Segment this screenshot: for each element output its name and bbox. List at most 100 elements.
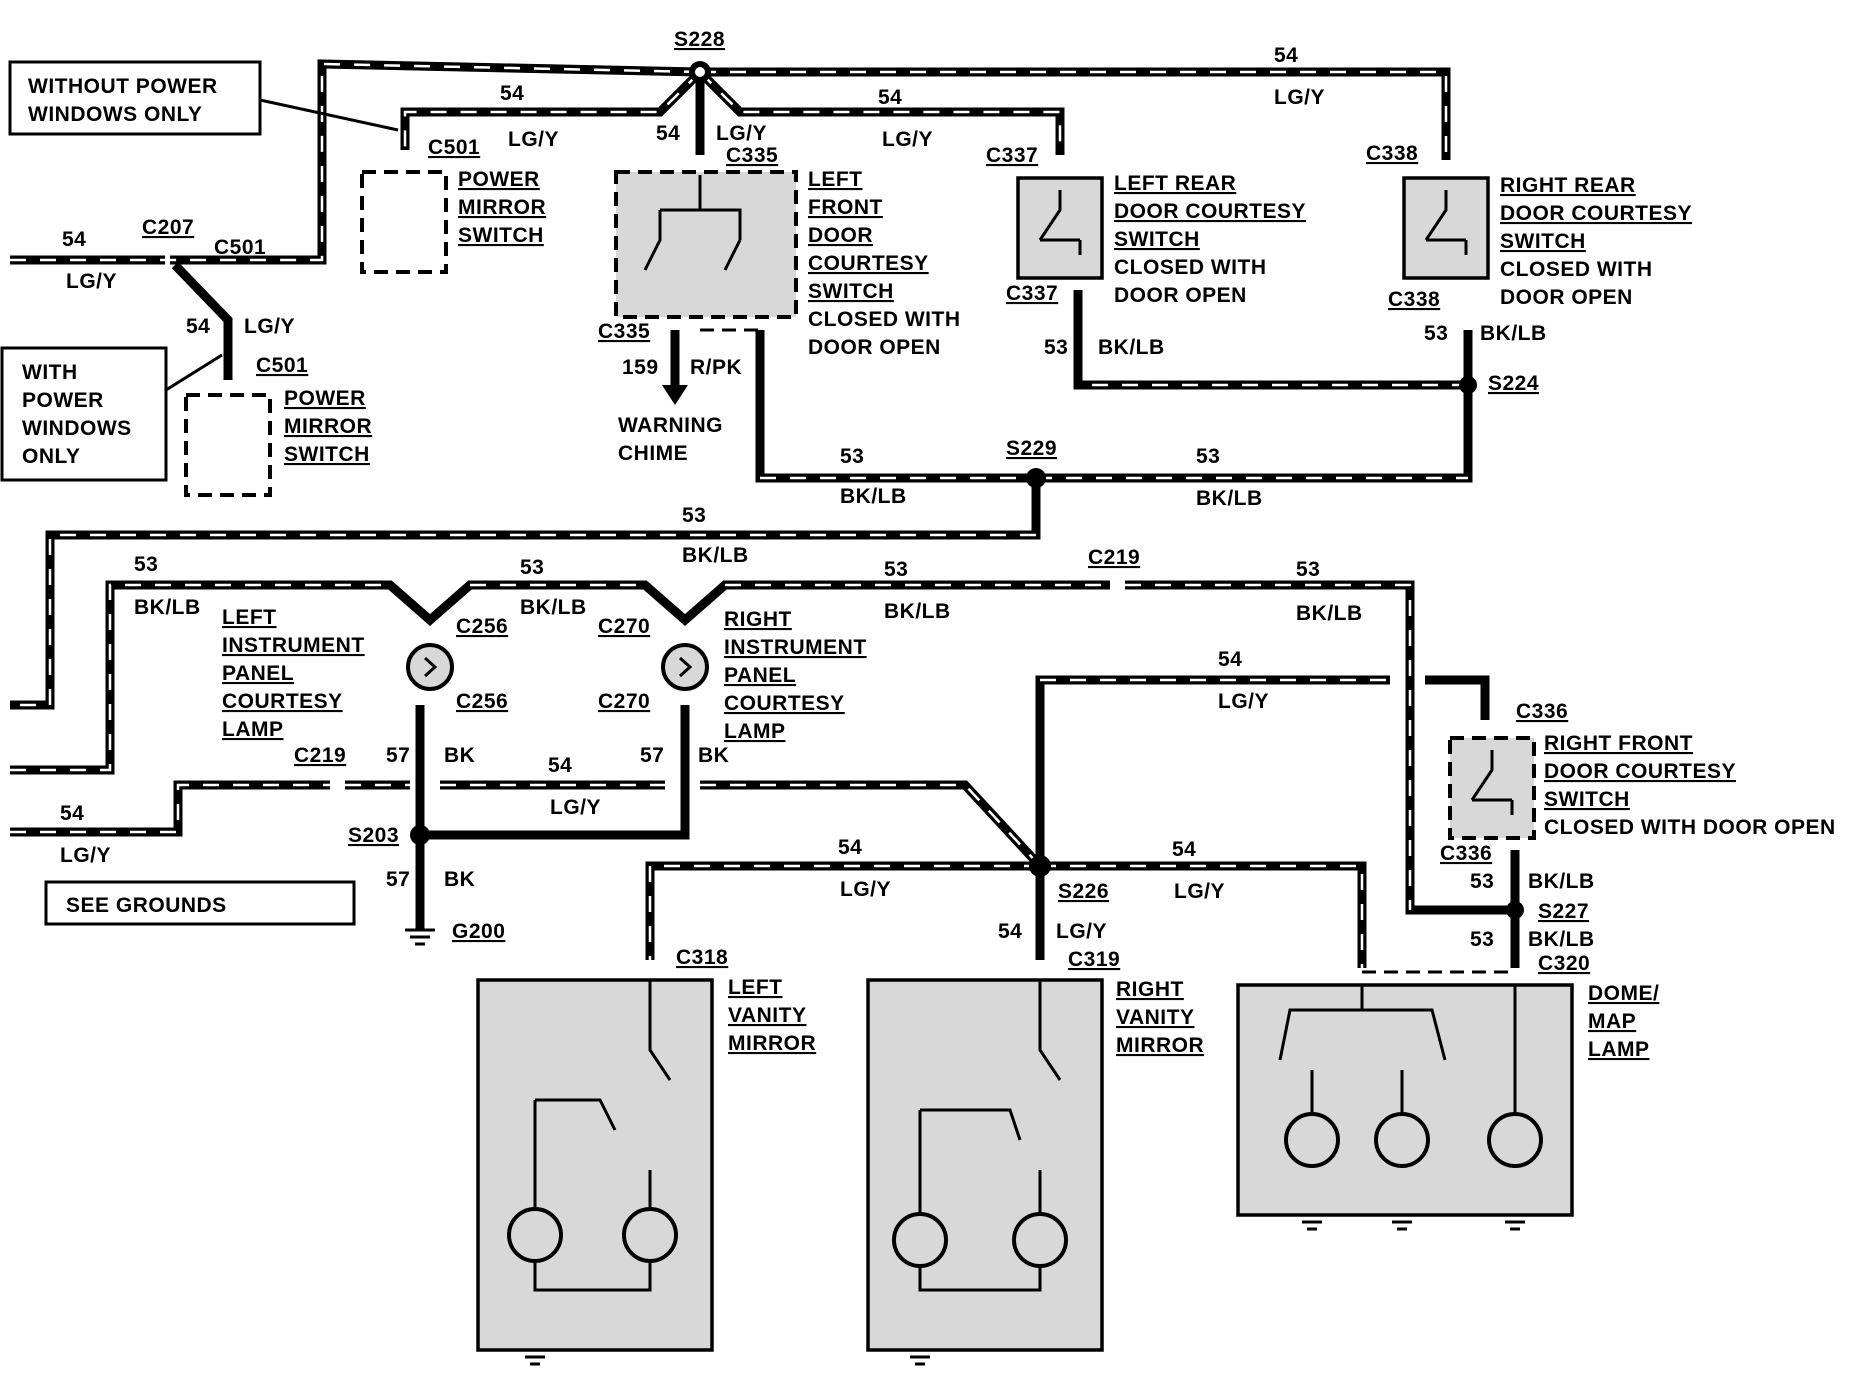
- left-vanity-label: VANITY: [728, 1004, 806, 1027]
- right-ip-lamp-symbol: [661, 643, 709, 691]
- connector-c207: C207: [142, 216, 194, 239]
- power-mirror-switch-label: SWITCH: [458, 224, 544, 247]
- wire-159-label: 159: [622, 356, 659, 379]
- wire-53-label: 53: [1424, 322, 1448, 345]
- note-without-line2: WINDOWS ONLY: [28, 103, 202, 126]
- left-ip-lamp-symbol: [406, 643, 454, 691]
- connector-c319: C319: [1068, 948, 1120, 971]
- right-front-door-label: RIGHT FRONT: [1544, 732, 1693, 755]
- right-ip-lamp-label: RIGHT: [724, 608, 792, 631]
- connector-c338-top: C338: [1366, 142, 1418, 165]
- right-vanity-label: RIGHT: [1116, 978, 1184, 1001]
- wire-57-label: 57: [386, 868, 410, 891]
- power-mirror-switch-left-box: [184, 393, 272, 497]
- right-vanity-mirror-box: [866, 978, 1104, 1352]
- connector-c335-bottom: C335: [598, 320, 650, 343]
- wire-bklb-label: BK/LB: [1196, 487, 1263, 510]
- left-ip-lamp-label: COURTESY: [222, 690, 343, 713]
- splice-s227-label: S227: [1538, 900, 1589, 923]
- wire-54-label: 54: [878, 86, 902, 109]
- wire-53-label: 53: [840, 445, 864, 468]
- connector-c335-top: C335: [726, 144, 778, 167]
- splice-s229-dot: [1026, 468, 1046, 488]
- wire-53-label: 53: [1296, 558, 1320, 581]
- left-ip-lamp-label: INSTRUMENT: [222, 634, 365, 657]
- wire-54-label: 54: [656, 122, 680, 145]
- connector-c501-b: C501: [428, 136, 480, 159]
- connector-c501-c: C501: [256, 354, 308, 377]
- wire-lgy-label: LG/Y: [508, 128, 559, 151]
- right-rear-door-note: DOOR OPEN: [1500, 286, 1633, 309]
- left-vanity-label: MIRROR: [728, 1032, 816, 1055]
- wire-lgy-label: LG/Y: [716, 122, 767, 145]
- wire-53-label: 53: [1470, 928, 1494, 951]
- wire-lgy-label: LG/Y: [840, 878, 891, 901]
- wire-bklb-label: BK/LB: [1528, 928, 1595, 951]
- wire-lgy-label: LG/Y: [1056, 920, 1107, 943]
- connector-c336-bottom: C336: [1440, 842, 1492, 865]
- right-rear-door-label: RIGHT REAR: [1500, 174, 1636, 197]
- wire-54-label: 54: [998, 920, 1022, 943]
- note-pointer-left: [165, 353, 223, 392]
- wire-lgy-label: LG/Y: [1174, 880, 1225, 903]
- wire-54-label: 54: [548, 754, 572, 777]
- connector-c501-a: C501: [214, 236, 266, 259]
- left-vanity-label: LEFT: [728, 976, 783, 999]
- power-mirror-switch-label: MIRROR: [284, 415, 372, 438]
- without-power-windows-note-box: [8, 60, 262, 136]
- wire-54-label: 54: [1274, 44, 1298, 67]
- circuit-54-wiring: [10, 59, 1490, 968]
- left-front-door-label: COURTESY: [808, 252, 929, 275]
- right-front-door-label: DOOR COURTESY: [1544, 760, 1736, 783]
- wire-lgy-label: LG/Y: [66, 270, 117, 293]
- power-mirror-switch-top-box: [360, 170, 448, 274]
- wire-lgy-label: LG/Y: [1274, 86, 1325, 109]
- left-front-door-label: SWITCH: [808, 280, 894, 303]
- wire-53-label: 53: [134, 553, 158, 576]
- left-front-switch-contacts: [643, 175, 742, 271]
- left-front-door-note: DOOR OPEN: [808, 336, 941, 359]
- connector-c270-bottom: C270: [598, 690, 650, 713]
- splice-s228-label: S228: [674, 28, 725, 51]
- note-without-line1: WITHOUT POWER: [28, 75, 218, 98]
- left-ip-lamp-label: LAMP: [222, 718, 284, 741]
- connector-c318: C318: [676, 946, 728, 969]
- connector-c219-left: C219: [294, 744, 346, 767]
- power-mirror-switch-label: MIRROR: [458, 196, 546, 219]
- wire-54-label: 54: [62, 228, 86, 251]
- right-ip-lamp-label: PANEL: [724, 664, 796, 687]
- right-ip-lamp-label: INSTRUMENT: [724, 636, 867, 659]
- power-mirror-switch-label: POWER: [284, 387, 366, 410]
- right-vanity-label: MIRROR: [1116, 1034, 1204, 1057]
- with-power-windows-note-box: [0, 346, 168, 482]
- left-front-door-label: DOOR: [808, 224, 873, 247]
- wire-54-label: 54: [1218, 648, 1242, 671]
- circuit-57-wiring: [415, 705, 690, 930]
- wire-bklb-label: BK/LB: [682, 544, 749, 567]
- note-with-line1: WITH: [22, 361, 78, 384]
- wire-bk-label: BK: [444, 744, 475, 767]
- connector-c338-bottom: C338: [1388, 288, 1440, 311]
- wire-bklb-label: BK/LB: [1528, 870, 1595, 893]
- left-rear-door-label: DOOR COURTESY: [1114, 200, 1306, 223]
- wire-lgy-label: LG/Y: [550, 796, 601, 819]
- right-front-door-note: CLOSED WITH DOOR OPEN: [1544, 816, 1836, 839]
- wire-53-label: 53: [682, 504, 706, 527]
- wire-53-label: 53: [520, 556, 544, 579]
- splice-s203-label: S203: [348, 824, 399, 847]
- note-pointer-top: [259, 98, 399, 132]
- wire-53-label: 53: [1196, 445, 1220, 468]
- dome-map-lamp-label: LAMP: [1588, 1038, 1650, 1061]
- right-rear-door-label: DOOR COURTESY: [1500, 202, 1692, 225]
- splice-s226-label: S226: [1058, 880, 1109, 903]
- splice-s203-dot: [410, 825, 430, 845]
- wire-57-label: 57: [640, 744, 664, 767]
- warning-chime-label: CHIME: [618, 442, 688, 465]
- wire-57-label: 57: [386, 744, 410, 767]
- warning-chime-label: WARNING: [618, 414, 723, 437]
- wire-bklb-label: BK/LB: [840, 485, 907, 508]
- wire-53-label: 53: [1044, 336, 1068, 359]
- dome-map-lamp-label: DOME/: [1588, 982, 1659, 1005]
- left-rear-door-label: SWITCH: [1114, 228, 1200, 251]
